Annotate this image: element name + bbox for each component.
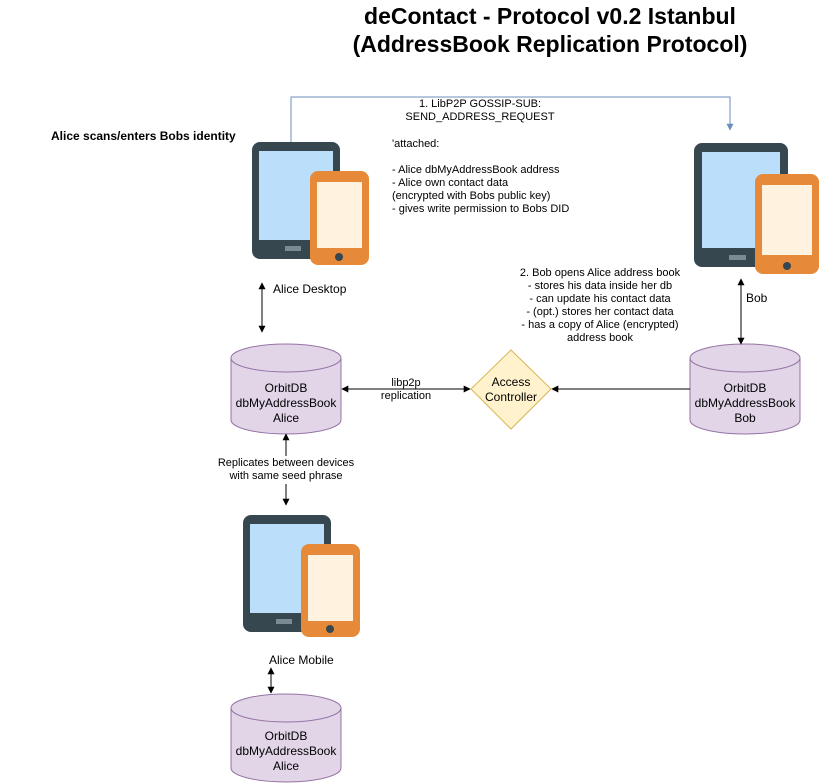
alice-mobile-device-icon — [243, 515, 360, 637]
bob-db-cylinder — [689, 343, 801, 435]
gossip-line-1: 1. LibP2P GOSSIP-SUB: — [418, 98, 542, 110]
db-line: OrbitDB — [264, 729, 308, 743]
bob-db-label: OrbitDB dbMyAddressBook Bob — [690, 381, 800, 426]
access-controller-label: Access Controller — [476, 375, 546, 405]
bob-label: Bob — [746, 291, 768, 305]
alice-desktop-label: Alice Desktop — [273, 282, 347, 296]
access-controller-line: Access — [491, 375, 531, 389]
attached-item: (encrypted with Bobs public key) — [392, 190, 551, 202]
bob-opens-line: - (opt.) stores her contact data — [526, 306, 674, 318]
db-line: Alice — [272, 411, 299, 425]
libp2p-replication-label: libp2p replication — [366, 377, 446, 403]
db-line: dbMyAddressBook — [235, 396, 337, 410]
attached-item: - Alice own contact data — [392, 177, 509, 189]
alice-desktop-db-label: OrbitDB dbMyAddressBook Alice — [231, 381, 341, 426]
db-line: OrbitDB — [264, 381, 308, 395]
alice-desktop-db-cylinder — [230, 343, 342, 435]
libp2p-line: replication — [380, 390, 432, 402]
gossip-connector — [290, 96, 734, 145]
bob-opens-line: - stores his data inside her db — [527, 280, 673, 292]
db-line: OrbitDB — [723, 381, 767, 395]
gossip-line-2: SEND_ADDRESS_REQUEST — [405, 111, 555, 123]
bob-opens-line: address book — [566, 332, 634, 344]
db-line: dbMyAddressBook — [235, 744, 337, 758]
bob-opens-notes: 2. Bob opens Alice address book - stores… — [500, 267, 700, 345]
replicates-line: with same seed phrase — [229, 470, 343, 482]
attached-item: - Alice dbMyAddressBook address — [392, 164, 560, 176]
alice-mobile-db-label: OrbitDB dbMyAddressBook Alice — [231, 729, 341, 774]
alice-scan-label: Alice scans/enters Bobs identity — [51, 129, 236, 143]
attached-heading: 'attached: — [392, 138, 440, 150]
attached-item: - gives write permission to Bobs DID — [392, 203, 570, 215]
alice-mobile-db-cylinder — [230, 693, 342, 783]
access-controller-diamond — [470, 349, 552, 430]
gossip-label: 1. LibP2P GOSSIP-SUB: SEND_ADDRESS_REQUE… — [400, 98, 560, 124]
db-line: dbMyAddressBook — [694, 396, 796, 410]
access-controller-line: Controller — [484, 390, 538, 404]
replicates-label: Replicates between devices with same see… — [204, 457, 368, 483]
diagram-title: deContact - Protocol v0.2 Istanbul (Addr… — [270, 2, 830, 58]
title-line-2: (AddressBook Replication Protocol) — [352, 31, 748, 57]
title-line-1: deContact - Protocol v0.2 Istanbul — [364, 3, 736, 29]
bob-device-icon — [694, 143, 819, 274]
libp2p-line: libp2p — [391, 377, 421, 389]
bob-opens-line: - has a copy of Alice (encrypted) — [521, 319, 679, 331]
bob-opens-line: 2. Bob opens Alice address book — [519, 267, 681, 279]
attached-notes: 'attached: - Alice dbMyAddressBook addre… — [392, 138, 569, 216]
alice-mobile-label: Alice Mobile — [269, 653, 334, 667]
db-line: Bob — [734, 411, 756, 425]
bob-opens-line: - can update his contact data — [529, 293, 671, 305]
replicates-line: Replicates between devices — [217, 457, 355, 469]
alice-desktop-device-icon — [252, 142, 369, 265]
db-line: Alice — [272, 759, 299, 773]
